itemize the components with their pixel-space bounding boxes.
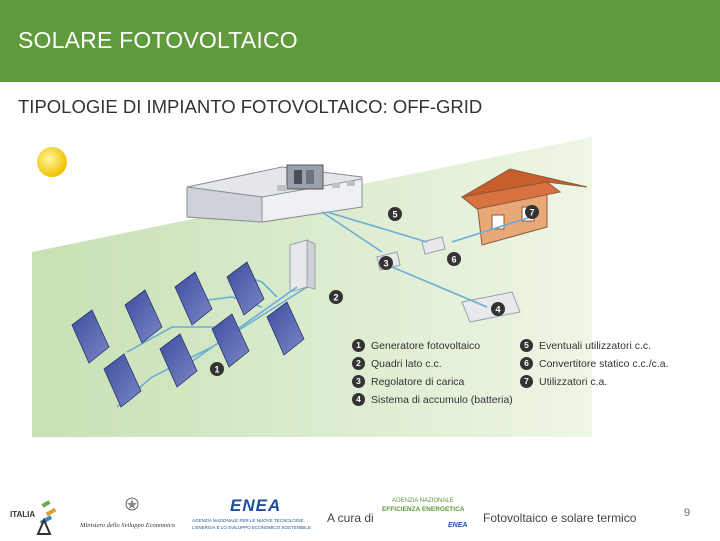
svg-text:5: 5 bbox=[392, 210, 397, 220]
legend-label: Generatore fotovoltaico bbox=[371, 339, 481, 352]
enea-subtitle-1: AGENZIA NAZIONALE PER LE NUOVE TECNOLOGI… bbox=[192, 518, 305, 523]
svg-text:1: 1 bbox=[214, 365, 219, 375]
page-number: 9 bbox=[684, 507, 691, 519]
legend-label: Utilizzatori c.a. bbox=[539, 375, 608, 388]
marker-3: 3 bbox=[379, 256, 393, 270]
legend-number: 2 bbox=[352, 357, 365, 370]
svg-text:2: 2 bbox=[333, 293, 338, 303]
legend-item: 3 Regolatore di carica bbox=[352, 375, 464, 388]
enea-logo: ENEA AGENZIA NAZIONALE PER LE NUOVE TECN… bbox=[192, 496, 317, 538]
emblem-icon bbox=[125, 497, 139, 511]
legend-label: Regolatore di carica bbox=[371, 375, 465, 388]
marker-2: 2 bbox=[329, 290, 343, 304]
svg-text:4: 4 bbox=[495, 305, 500, 315]
italia-logo-text: ITALIA bbox=[10, 510, 36, 519]
legend-label: Quadri lato c.c. bbox=[371, 357, 442, 370]
legend-number: 7 bbox=[520, 375, 533, 388]
slide-subtitle: TIPOLOGIE DI IMPIANTO FOTOVOLTAICO: OFF-… bbox=[18, 96, 483, 117]
diagram-markers: 1 2 3 4 5 6 7 bbox=[210, 205, 539, 376]
legend-label: Eventuali utilizzatori c.c. bbox=[539, 339, 652, 352]
agency-logo: AGENZIA NAZIONALE EFFICIENZA ENERGETICA … bbox=[380, 496, 475, 538]
ministry-logo: Ministero dello Sviluppo Economico bbox=[80, 496, 190, 536]
svg-text:3: 3 bbox=[383, 259, 388, 269]
pv-panels bbox=[71, 261, 305, 408]
legend-item: 4 Sistema di accumulo (batteria) bbox=[352, 393, 513, 406]
agency-name-1: AGENZIA NAZIONALE bbox=[392, 498, 454, 504]
battery-bank bbox=[461, 291, 521, 323]
topic-text: Fotovoltaico e solare termico bbox=[483, 511, 637, 525]
marker-1: 1 bbox=[210, 362, 224, 376]
italia-logo: ITALIA bbox=[8, 498, 66, 536]
legend-number: 4 bbox=[352, 393, 365, 406]
marker-7: 7 bbox=[525, 205, 539, 219]
technical-building bbox=[186, 164, 363, 223]
off-grid-diagram: 1 2 3 4 5 6 7 bbox=[32, 137, 592, 437]
legend-item: 6 Convertitore statico c.c./c.a. bbox=[520, 357, 669, 370]
legend-label: Sistema di accumulo (batteria) bbox=[371, 393, 513, 406]
enea-subtitle-2: L'ENERGIA E LO SVILUPPO ECONOMICO SOSTEN… bbox=[192, 525, 311, 530]
legend-item: 1 Generatore fotovoltaico bbox=[352, 339, 480, 352]
agency-brand: ENEA bbox=[448, 522, 468, 529]
legend-item: 5 Eventuali utilizzatori c.c. bbox=[520, 339, 651, 352]
italia-logo-mark bbox=[36, 500, 57, 535]
legend-number: 6 bbox=[520, 357, 533, 370]
legend-item: 7 Utilizzatori c.a. bbox=[520, 375, 607, 388]
sun-icon bbox=[37, 147, 67, 177]
svg-text:7: 7 bbox=[529, 208, 534, 218]
footer: ITALIA Ministero dello Sviluppo Economic… bbox=[0, 490, 720, 540]
legend-item: 2 Quadri lato c.c. bbox=[352, 357, 442, 370]
marker-6: 6 bbox=[447, 252, 461, 266]
legend-label: Convertitore statico c.c./c.a. bbox=[539, 357, 669, 370]
ministry-name: Ministero dello Sviluppo Economico bbox=[80, 522, 175, 529]
dc-switchboard bbox=[289, 239, 308, 293]
legend-number: 5 bbox=[520, 339, 533, 352]
inverter bbox=[421, 236, 446, 255]
page-title: SOLARE FOTOVOLTAICO bbox=[18, 27, 298, 53]
header-bar: SOLARE FOTOVOLTAICO bbox=[0, 0, 720, 82]
marker-4: 4 bbox=[491, 302, 505, 316]
legend-number: 1 bbox=[352, 339, 365, 352]
legend-number: 3 bbox=[352, 375, 365, 388]
agency-name-2: EFFICIENZA ENERGETICA bbox=[382, 506, 465, 513]
svg-text:6: 6 bbox=[451, 255, 456, 265]
marker-5: 5 bbox=[388, 207, 402, 221]
credit-text: A cura di bbox=[327, 511, 374, 525]
enea-wordmark: ENEA bbox=[230, 496, 282, 515]
